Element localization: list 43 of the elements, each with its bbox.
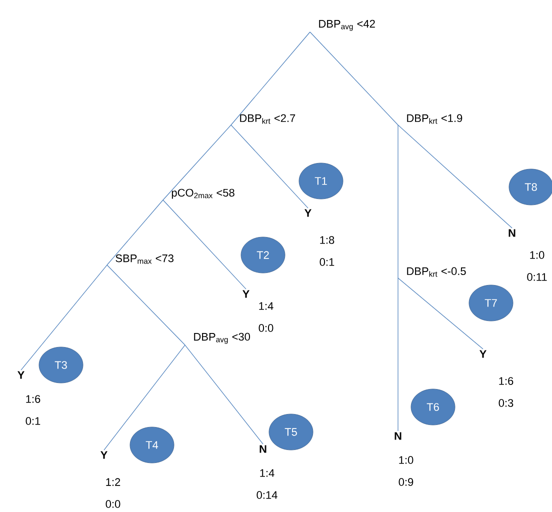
tree-branch [398, 124, 512, 228]
split-condition: DBP$_{krt}$ <-0.5 [407, 267, 466, 277]
count-label: 1:0 [530, 251, 544, 259]
tree-branch [184, 344, 264, 444]
leaf-class-label: Y [242, 290, 250, 298]
tree-branch [230, 124, 308, 208]
split-condition: DBP$_{krt}$ <1.9 [407, 114, 462, 124]
count-label: 0:1 [320, 258, 334, 266]
tree-branch [106, 200, 164, 266]
tree-branch [162, 200, 246, 290]
count-label: 1:2 [106, 478, 120, 486]
split-condition: pCO$_{2max}$ <58 [172, 188, 234, 199]
tree-branch [162, 124, 232, 200]
tree-branch [106, 264, 186, 346]
count-label: 0:9 [398, 478, 414, 486]
leaf-class-label: Y [100, 451, 108, 459]
leaf-class-label: Y [304, 209, 312, 217]
count-label: 0:14 [256, 491, 278, 499]
leaf-class-label: N [394, 432, 402, 440]
count-label: 1:0 [399, 456, 414, 464]
count-label: 1:6 [26, 395, 40, 403]
count-label: 0:0 [106, 500, 120, 508]
leaf-class-label: N [260, 445, 266, 453]
count-label: 1:8 [320, 236, 334, 244]
count-label: 1:6 [499, 377, 514, 385]
tree-branch [230, 32, 310, 126]
split-condition: DBP$_{krt}$ <2.7 [240, 114, 296, 124]
tree-branch [398, 278, 484, 350]
split-condition: DBP$_{avg}$ <42 [319, 20, 375, 31]
leaf-class-label: Y [18, 371, 24, 379]
count-label: 1:4 [260, 469, 274, 477]
leaf-class-label: N [508, 229, 516, 237]
count-label: 0:0 [258, 324, 274, 332]
split-condition: DBP$_{avg}$ <30 [194, 332, 250, 344]
tree-branch [310, 32, 398, 126]
tree-branch [20, 264, 108, 370]
count-label: 1:4 [259, 302, 274, 310]
split-condition: SBP$_{max}$ <73 [116, 254, 174, 264]
count-label: 0:1 [26, 417, 40, 425]
count-label: 0:11 [527, 273, 547, 281]
count-label: 0:3 [498, 399, 514, 407]
tree-branch [104, 344, 186, 450]
leaf-class-label: Y [480, 350, 486, 358]
